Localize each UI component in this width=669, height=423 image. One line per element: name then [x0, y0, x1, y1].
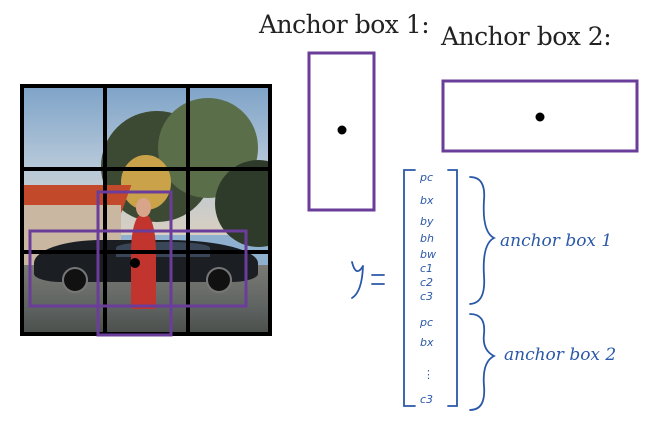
entry-pc-2: pc — [419, 316, 433, 329]
anchor-box-1-center — [337, 125, 347, 135]
entry-bh-1: bh — [420, 232, 434, 245]
entry-bw-1: bw — [420, 248, 436, 261]
brace-label-anchor-2: anchor box 2 — [504, 345, 616, 365]
person-bounding-box — [96, 190, 173, 337]
output-vector — [351, 169, 497, 411]
example-photo — [22, 86, 270, 334]
anchor-box-1-title: Anchor box 1: — [259, 10, 430, 39]
entry-c1-1: c1 — [420, 262, 433, 275]
entry-c3-2: c3 — [420, 393, 433, 406]
entry-c2-1: c2 — [420, 276, 433, 289]
entry-c3-1: c3 — [420, 290, 433, 303]
entry-dots: ⋮ — [423, 368, 434, 381]
anchor-box-2-shape — [441, 79, 639, 153]
entry-bx-2: bx — [420, 336, 434, 349]
anchor-box-2-title: Anchor box 2: — [441, 22, 612, 51]
object-midpoint — [130, 258, 140, 268]
entry-pc-1: pc — [419, 171, 433, 184]
brace-label-anchor-1: anchor box 1 — [500, 231, 612, 251]
car-bounding-box — [28, 229, 248, 308]
anchor-box-1-shape — [307, 51, 376, 212]
entry-bx-1: bx — [420, 194, 434, 207]
anchor-box-2-center — [535, 112, 545, 122]
vector-entries: pc bx by bh bw c1 c2 c3 pc bx ⋮ c3 — [419, 171, 436, 406]
entry-by-1: by — [420, 215, 434, 228]
grid — [20, 84, 272, 336]
